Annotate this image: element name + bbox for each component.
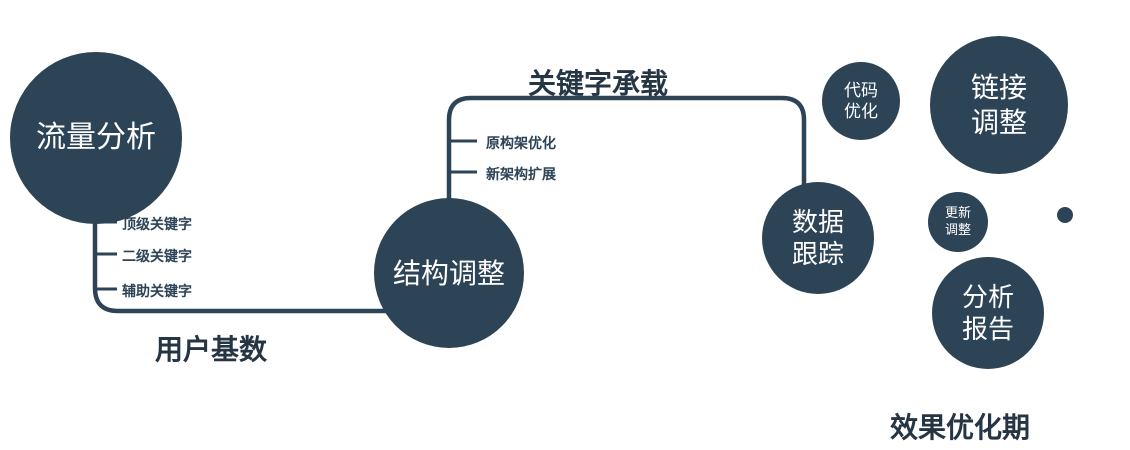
node-data-tracking-line1: 数据 bbox=[791, 206, 844, 237]
node-link-adjust-line1: 链接 bbox=[970, 72, 1027, 103]
node-analysis-report-line1: 分析 bbox=[961, 281, 1014, 312]
node-link-adjust: 链接 调整 bbox=[930, 36, 1068, 174]
traffic-tick-label-1: 顶级关键字 bbox=[122, 216, 192, 232]
structure-tick-label-2: 新架构扩展 bbox=[486, 166, 556, 182]
node-link-adjust-line2: 调整 bbox=[970, 107, 1027, 138]
small-dot-node bbox=[1057, 207, 1073, 223]
phase-label: 效果优化期 bbox=[890, 412, 1031, 443]
traffic-tick-label-3: 辅助关键字 bbox=[122, 283, 192, 299]
node-analysis-report-line2: 报告 bbox=[961, 314, 1014, 344]
node-code-optimization-line2: 优化 bbox=[844, 102, 878, 121]
node-structure-adjust-label: 结构调整 bbox=[392, 257, 505, 289]
node-data-tracking: 数据 跟踪 bbox=[762, 182, 874, 294]
node-traffic-analysis-label: 流量分析 bbox=[36, 121, 156, 155]
node-analysis-report: 分析 报告 bbox=[932, 257, 1044, 369]
node-update-adjust-line2: 调整 bbox=[944, 222, 971, 237]
node-structure-adjust: 结构调整 bbox=[374, 198, 524, 348]
traffic-tick-label-2: 二级关键字 bbox=[122, 248, 192, 264]
node-data-tracking-line2: 跟踪 bbox=[791, 239, 844, 269]
node-traffic-analysis: 流量分析 bbox=[10, 52, 182, 224]
node-code-optimization: 代码 优化 bbox=[822, 62, 900, 140]
edge-label-keyword-carry: 关键字承载 bbox=[528, 68, 669, 99]
structure-tick-label-1: 原构架优化 bbox=[486, 135, 556, 151]
node-update-adjust: 更新 调整 bbox=[928, 192, 988, 252]
structure-to-datatracking-connector bbox=[446, 95, 807, 200]
node-code-optimization-line1: 代码 bbox=[844, 80, 878, 100]
edge-label-user-base: 用户基数 bbox=[155, 334, 268, 365]
node-update-adjust-line1: 更新 bbox=[944, 205, 971, 221]
